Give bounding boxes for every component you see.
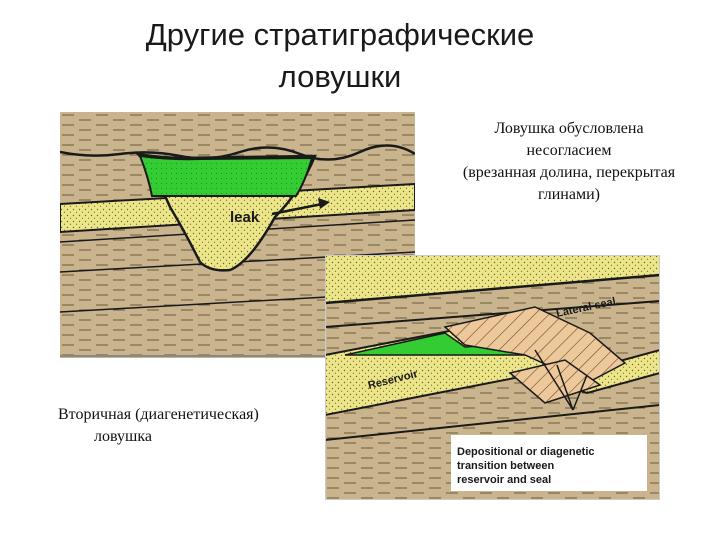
transition-pointer <box>534 349 574 411</box>
top-sand-layer <box>325 255 660 303</box>
bedding-line <box>325 404 660 441</box>
top-sand-boundary <box>325 273 660 305</box>
unconformity-surface <box>60 144 415 161</box>
incised-valley-diagram: leak <box>60 112 415 358</box>
unconformity-trap-caption: Ловушка обусловлена несогласием (врезанн… <box>428 118 710 206</box>
diagenetic-trap-diagram: Lateral seal Reservoir Depositional or d… <box>325 255 660 500</box>
leak-arrow-head <box>318 198 330 209</box>
page-title: Другие стратиграфические ловушки <box>60 14 620 98</box>
caption-top-line-4: глинами) <box>538 186 600 203</box>
transition-label-line-1: Depositional or diagenetic <box>457 446 595 458</box>
transition-label-line-2: transition between <box>457 460 554 472</box>
incised-valley-svg: leak <box>60 112 415 358</box>
lateral-seal-zone <box>443 306 627 384</box>
caption-top-line-2: несогласием <box>526 142 612 159</box>
panel-border <box>325 255 660 500</box>
caption-top-line-3: (врезанная долина, перекрытая <box>462 164 676 181</box>
caption-bottom-line-2: ловушка <box>94 428 152 445</box>
caption-top-line-1: Ловушка обусловлена <box>494 120 644 137</box>
bedding-line <box>325 300 660 328</box>
oil-accumulation <box>138 154 314 197</box>
leak-arrow-shaft <box>271 202 323 216</box>
transition-pointer <box>572 374 588 411</box>
caption-bottom-line-1: Вторичная (диагенетическая) <box>58 406 259 423</box>
page-title-line-1: Другие стратиграфические <box>145 17 535 52</box>
transition-pointer <box>556 364 574 411</box>
page-title-line-2: ловушки <box>278 59 402 94</box>
transition-label-line-3: reservoir and seal <box>457 474 551 486</box>
leak-label: leak <box>230 209 260 226</box>
diagenetic-trap-caption: Вторичная (диагенетическая) ловушка <box>58 404 322 448</box>
transition-label-box <box>451 435 647 491</box>
diagenetic-trap-svg: Lateral seal Reservoir Depositional or d… <box>325 255 660 500</box>
